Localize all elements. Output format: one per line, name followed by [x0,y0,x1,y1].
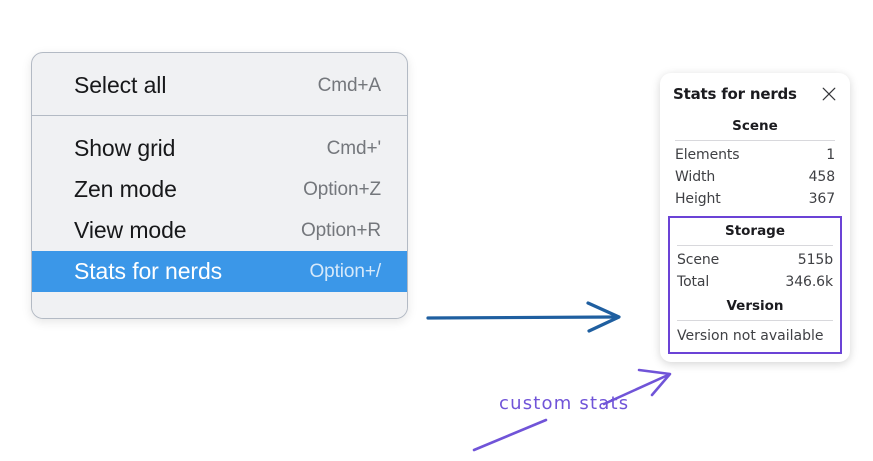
stat-key: Total [677,274,710,290]
stat-value: 458 [808,169,836,185]
stat-key: Height [675,191,721,207]
custom-stats-highlight-box: Storage Scene 515b Total 346.6k Version … [668,216,842,354]
stat-key: Elements [675,147,740,163]
menu-item-label: Stats for nerds [74,258,223,284]
menu-item-shortcut: Cmd+A [317,74,381,96]
menu-item-label: Zen mode [74,176,177,202]
stat-row: Total 346.6k [675,271,835,293]
storage-section: Storage Scene 515b Total 346.6k [675,218,835,293]
divider [675,140,835,141]
divider [677,320,833,321]
blue-arrow [426,301,621,333]
menu-item-view-mode[interactable]: View mode Option+R [32,210,407,251]
stat-value: 367 [808,191,836,207]
version-section: Version Version not available [675,293,835,346]
version-heading: Version [726,298,784,314]
stat-value: 515b [797,252,833,268]
menu-section-2: Show grid Cmd+' Zen mode Option+Z View m… [32,115,407,318]
menu-item-shortcut: Option+/ [309,260,381,282]
stat-key: Scene [677,252,720,268]
stat-key: Width [675,169,716,185]
stats-for-nerds-panel: Stats for nerds Scene Elements 1 Width 4… [660,73,850,362]
panel-header: Stats for nerds [673,85,837,103]
version-note: Version not available [677,328,824,344]
menu-section-1: Select all Cmd+A [32,53,407,115]
custom-stats-annotation: custom stats [499,393,630,414]
menu-item-select-all[interactable]: Select all Cmd+A [32,65,407,106]
context-menu[interactable]: Select all Cmd+A Show grid Cmd+' Zen mod… [31,52,408,319]
scene-section: Scene Elements 1 Width 458 Height 367 [673,113,837,210]
panel-title: Stats for nerds [673,85,797,103]
menu-item-show-grid[interactable]: Show grid Cmd+' [32,128,407,169]
menu-item-shortcut: Cmd+' [326,137,381,159]
stat-row: Elements 1 [673,144,837,166]
menu-item-shortcut: Option+R [301,219,381,241]
divider [677,245,833,246]
stat-row: Scene 515b [675,249,835,271]
menu-item-label: Show grid [74,135,176,161]
storage-heading: Storage [724,223,786,239]
menu-item-stats-for-nerds[interactable]: Stats for nerds Option+/ [32,251,407,292]
scene-heading: Scene [732,118,778,134]
stat-value: 1 [826,147,835,163]
menu-bottom-padding [32,292,407,318]
stat-row: Height 367 [673,188,837,210]
close-icon[interactable] [821,86,837,102]
menu-item-label: Select all [74,72,167,98]
menu-item-zen-mode[interactable]: Zen mode Option+Z [32,169,407,210]
purple-underline-stroke [472,418,548,452]
stat-value: 346.6k [785,274,833,290]
menu-item-label: View mode [74,217,187,243]
stat-row: Width 458 [673,166,837,188]
menu-item-shortcut: Option+Z [303,178,381,200]
